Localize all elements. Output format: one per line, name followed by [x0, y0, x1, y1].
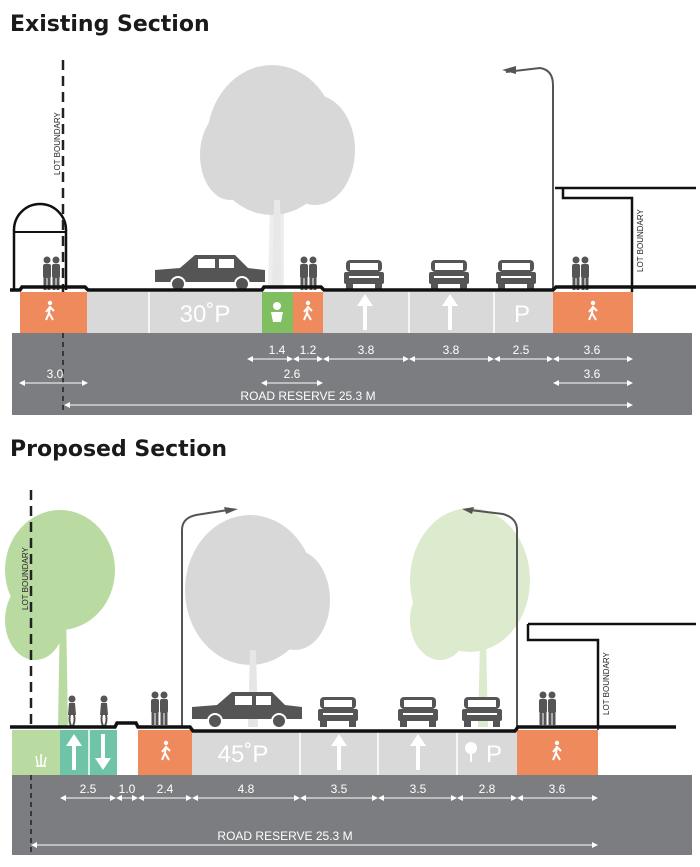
proposed-section-title: Proposed Section — [10, 437, 228, 462]
car-icon — [496, 260, 536, 290]
dimension-label: 3.6 — [584, 367, 601, 381]
dimension-label: 3.8 — [443, 343, 460, 357]
existing-section-title: Existing Section — [10, 12, 210, 37]
pedestrian-icon — [151, 691, 159, 725]
dimension-label: 1.0 — [119, 782, 136, 796]
pedestrian-icon — [160, 691, 168, 725]
dimension-label: 3.5 — [331, 782, 348, 796]
dimension-label: 1.4 — [269, 343, 286, 357]
verge-lane — [12, 730, 60, 775]
pedestrian-icon — [300, 256, 308, 290]
car-icon — [429, 260, 469, 290]
car-icon — [318, 697, 358, 727]
pedestrian-icon — [539, 691, 547, 725]
car-icon — [344, 260, 384, 290]
lot-boundary-label: LOT BOUNDARY — [53, 112, 62, 175]
cyclist-icon — [67, 694, 77, 727]
dimension-label: 4.8 — [238, 782, 255, 796]
dimension-label: 3.6 — [549, 782, 566, 796]
dimension-label: 1.2 — [300, 343, 317, 357]
lot-boundary-label: LOT BOUNDARY — [636, 209, 645, 272]
street-lamp-icon — [462, 507, 518, 727]
parking-p-label: P — [486, 741, 502, 768]
lot-boundary-label: LOT BOUNDARY — [602, 652, 611, 715]
tree-small-icon — [465, 742, 477, 762]
parking-lane — [87, 292, 262, 333]
dimension-label: 3.5 — [410, 782, 427, 796]
ground-line — [10, 285, 696, 292]
tree-icon — [200, 65, 355, 290]
pedestrian-icon — [309, 256, 317, 290]
parking-p-label: P — [514, 301, 530, 328]
ground-line — [10, 721, 676, 733]
dimension-label: 2.4 — [157, 782, 174, 796]
street-lamp-icon — [181, 507, 238, 727]
dimension-band — [12, 333, 692, 415]
road-reserve-label: ROAD RESERVE 25.3 M — [240, 389, 375, 403]
lot-boundary-label: LOT BOUNDARY — [21, 547, 30, 610]
pedestrian-icon — [572, 256, 580, 290]
pedestrian-icon — [43, 256, 51, 290]
footpath-lane — [517, 730, 598, 775]
traffic-lanes — [192, 730, 517, 775]
tree-icon — [185, 515, 330, 727]
dimension-label: 2.5 — [513, 343, 530, 357]
tree-icon — [410, 508, 530, 727]
dimension-label: 2.8 — [479, 782, 496, 796]
traffic-lanes — [323, 292, 553, 333]
footpath-lane — [20, 292, 87, 333]
building-outline — [555, 186, 696, 292]
existing-section: LOT BOUNDARY LOT BOUNDARY 30˚P P — [10, 60, 696, 415]
pedestrian-icon — [548, 691, 556, 725]
pedestrian-icon — [52, 256, 60, 290]
dimension-band — [12, 775, 692, 855]
dimension-label: 2.5 — [80, 782, 97, 796]
pedestrian-icon — [581, 256, 589, 290]
street-lamp-icon — [502, 66, 554, 290]
parking-30-label: 30˚P — [180, 301, 231, 328]
proposed-section: LOT BOUNDARY LOT BOUNDARY 45˚P P — [5, 490, 696, 855]
car-icon — [398, 697, 438, 727]
planter-icon — [271, 302, 283, 322]
road-reserve-label: ROAD RESERVE 25.3 M — [217, 829, 352, 843]
parking-45-label: 45˚P — [218, 741, 269, 768]
dimension-label: 2.6 — [284, 367, 301, 381]
building-outline — [526, 622, 696, 728]
grass-icon — [35, 754, 47, 767]
cyclist-icon — [99, 694, 109, 727]
tree-icon — [5, 510, 115, 727]
dimension-label: 3.0 — [47, 367, 64, 381]
bus-shelter-icon — [12, 202, 68, 290]
parked-car-icon — [191, 691, 303, 729]
parked-car-icon — [154, 254, 266, 292]
dimension-label: 3.8 — [358, 343, 375, 357]
dimension-label: 3.6 — [584, 343, 601, 357]
